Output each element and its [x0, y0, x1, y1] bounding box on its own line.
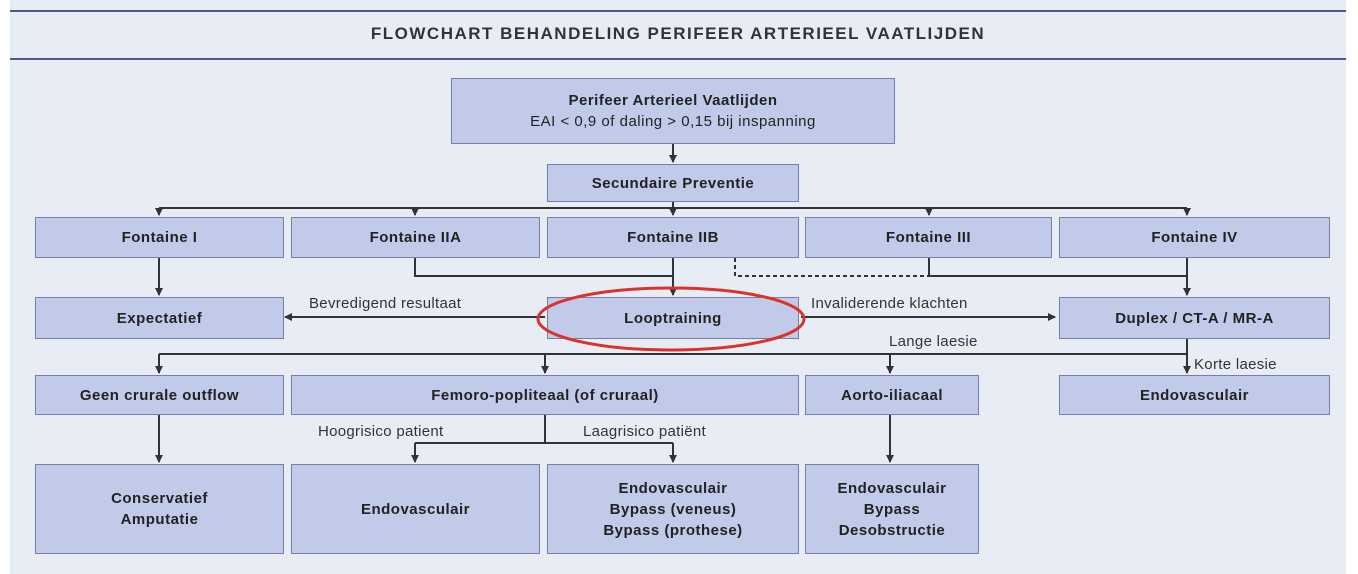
aorto-label: Aorto-iliacaal [840, 386, 944, 404]
top-rule [10, 10, 1346, 12]
box-fontaine-iv[interactable]: Fontaine IV [1059, 217, 1330, 258]
box-fontaine-iii[interactable]: Fontaine III [805, 217, 1052, 258]
box-endovasculair-korte[interactable]: Endovasculair [1059, 375, 1330, 415]
connector-dashed [734, 258, 929, 277]
expectatief-label: Expectatief [116, 309, 203, 327]
label-invaliderende-klachten: Invaliderende klachten [811, 295, 968, 312]
endo-laag-label: Endovasculair [618, 479, 728, 497]
geen-label: Geen crurale outflow [79, 386, 240, 404]
box-secundaire-preventie[interactable]: Secundaire Preventie [547, 164, 799, 202]
box-duplex-cta-mra[interactable]: Duplex / CT-A / MR-A [1059, 297, 1330, 339]
endo-korte-label: Endovasculair [1139, 386, 1250, 404]
fontaine-i-label: Fontaine I [121, 229, 198, 246]
bypass-veneus-label: Bypass (veneus) [609, 500, 737, 518]
box-fontaine-iib[interactable]: Fontaine IIB [547, 217, 799, 258]
box-endovasculair-hoogrisico[interactable]: Endovasculair [291, 464, 540, 554]
imaging-label: Duplex / CT-A / MR-A [1115, 309, 1274, 327]
fontaine-iv-label: Fontaine IV [1151, 229, 1238, 246]
connector-iii-iv [928, 258, 1187, 277]
box-looptraining[interactable]: Looptraining [547, 297, 799, 339]
femoro-label: Femoro-popliteaal (of cruraal) [431, 386, 659, 404]
title-rule [10, 58, 1346, 60]
aorto-endo-label: Endovasculair [837, 479, 947, 497]
box-endovasculair-bypass[interactable]: Endovasculair Bypass (veneus) Bypass (pr… [547, 464, 799, 554]
conservatief-label: Conservatief [111, 490, 208, 507]
page-title: FLOWCHART BEHANDELING PERIFEER ARTERIEEL… [370, 24, 986, 43]
top-title: Perifeer Arterieel Vaatlijden [568, 92, 778, 109]
aorto-desobstructie-label: Desobstructie [838, 521, 946, 539]
fontaine-iia-label: Fontaine IIA [369, 229, 462, 246]
box-expectatief[interactable]: Expectatief [35, 297, 284, 339]
fontaine-iib-label: Fontaine IIB [627, 229, 719, 246]
box-femoro-popliteaal[interactable]: Femoro-popliteaal (of cruraal) [291, 375, 799, 415]
box-conservatief-amputatie[interactable]: Conservatief Amputatie [35, 464, 284, 554]
box-fontaine-iia[interactable]: Fontaine IIA [291, 217, 540, 258]
prevention-label: Secundaire Preventie [591, 174, 755, 192]
connector-iia-iib [414, 258, 673, 277]
box-geen-crurale-outflow[interactable]: Geen crurale outflow [35, 375, 284, 415]
amputatie-label: Amputatie [120, 511, 199, 528]
label-lange-laesie: Lange laesie [889, 333, 978, 350]
endo-hoogrisico-label: Endovasculair [360, 500, 471, 518]
box-perifeer-arterieel-vaatlijden[interactable]: Perifeer Arterieel Vaatlijden EAI < 0,9 … [451, 78, 895, 144]
box-fontaine-i[interactable]: Fontaine I [35, 217, 284, 258]
box-aorto-options[interactable]: Endovasculair Bypass Desobstructie [805, 464, 979, 554]
label-hoogrisico: Hoogrisico patient [318, 423, 444, 440]
label-bevredigend-resultaat: Bevredigend resultaat [309, 295, 462, 312]
label-laagrisico: Laagrisico patiënt [583, 423, 706, 440]
bypass-prothese-label: Bypass (prothese) [603, 521, 743, 539]
label-korte-laesie: Korte laesie [1194, 356, 1277, 373]
top-criteria: EAI < 0,9 of daling > 0,15 bij inspannin… [530, 113, 816, 130]
fontaine-iii-label: Fontaine III [885, 229, 972, 246]
aorto-bypass-label: Bypass [863, 500, 921, 518]
box-aorto-iliacaal[interactable]: Aorto-iliacaal [805, 375, 979, 415]
looptraining-label: Looptraining [624, 309, 722, 327]
